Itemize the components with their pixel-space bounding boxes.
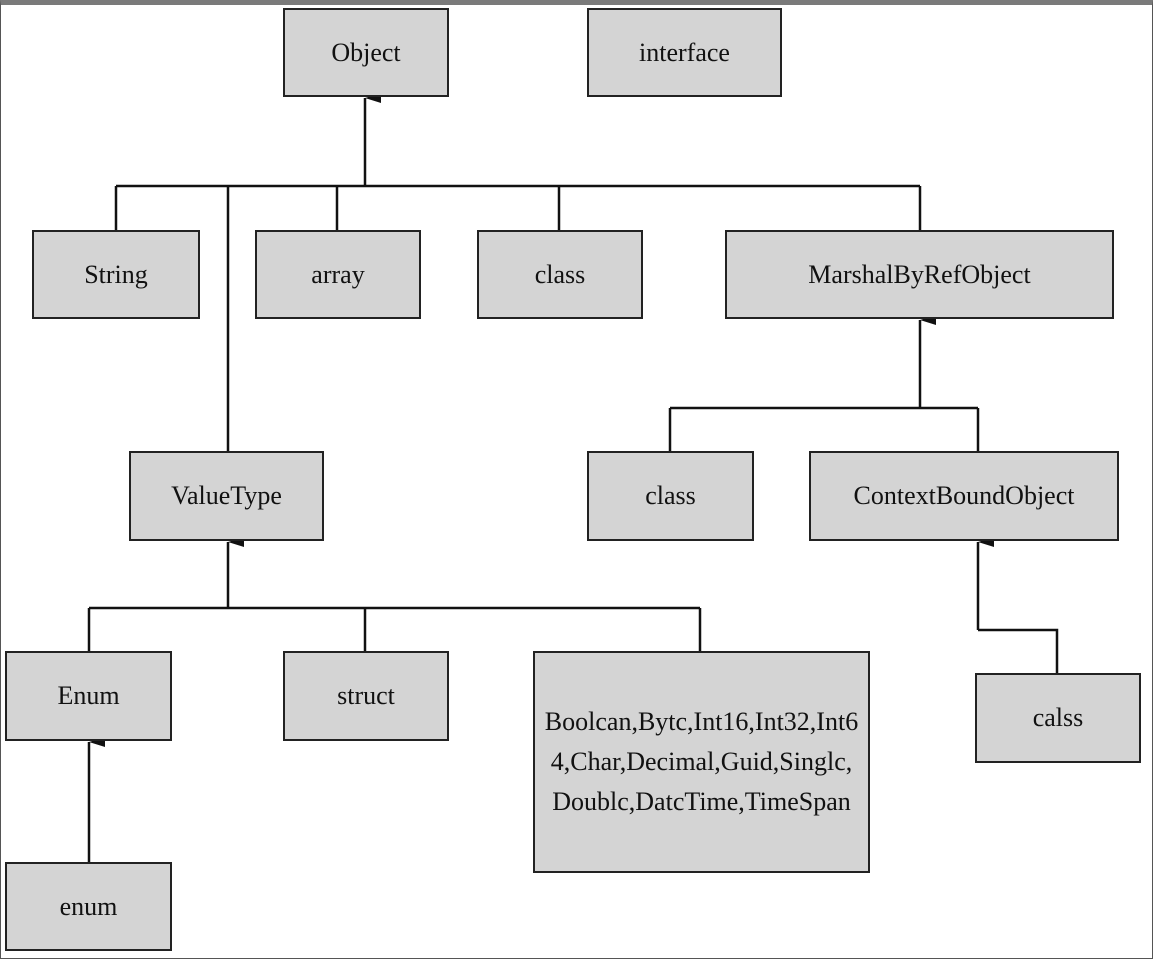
node-enum: enum xyxy=(5,862,172,951)
node-array: array xyxy=(255,230,421,319)
node-interface: interface xyxy=(587,8,782,97)
node-marshal-by-ref-object: MarshalByRefObject xyxy=(725,230,1114,319)
node-primitive-types: Boolcan,Bytc,Int16,Int32,Int64,Char,Deci… xyxy=(533,651,870,873)
node-enum-base: Enum xyxy=(5,651,172,741)
edge-calss xyxy=(978,628,1059,673)
node-valuetype: ValueType xyxy=(129,451,324,541)
node-class-a: class xyxy=(477,230,643,319)
node-string: String xyxy=(32,230,200,319)
node-context-bound-object: ContextBoundObject xyxy=(809,451,1119,541)
node-calss: calss xyxy=(975,673,1141,763)
node-class-b: class xyxy=(587,451,754,541)
node-object: Object xyxy=(283,8,449,97)
node-struct: struct xyxy=(283,651,449,741)
